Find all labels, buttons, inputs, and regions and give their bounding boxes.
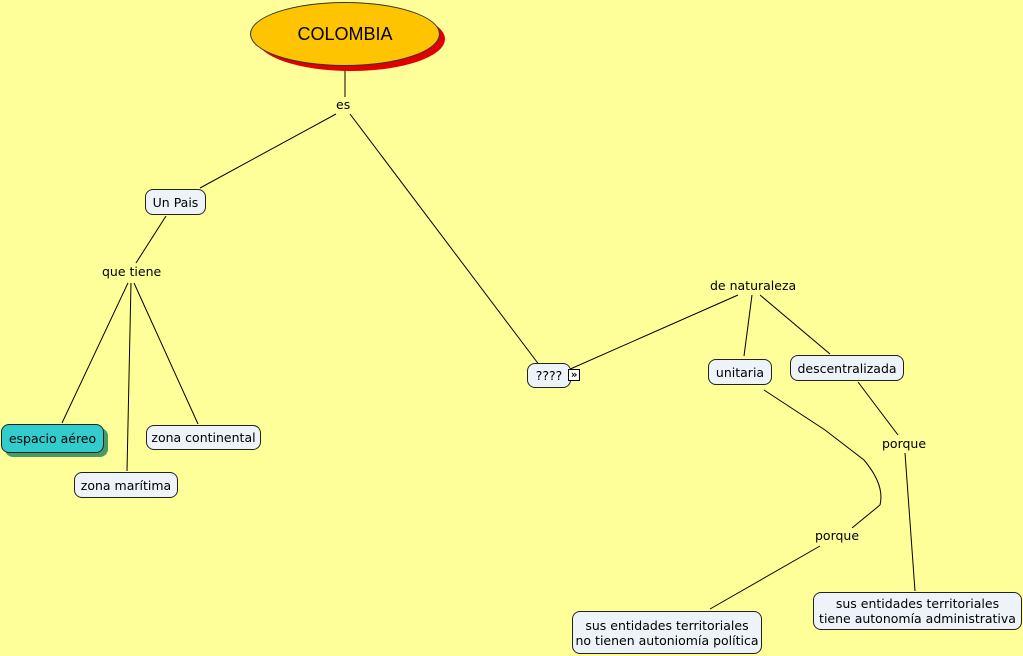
concept-label: zona continental: [151, 430, 256, 445]
root-concept-label: COLOMBIA: [297, 23, 393, 44]
link-es-unknown: [349, 113, 544, 371]
concept-label: unitaria: [715, 364, 765, 380]
concept-label: Un Pais: [152, 194, 199, 210]
linking-phrase-es[interactable]: es: [334, 97, 353, 112]
linking-phrase-porque-unitaria[interactable]: porque: [813, 528, 862, 543]
concept-un-pais[interactable]: Un Pais: [145, 189, 206, 215]
root-concept-colombia[interactable]: COLOMBIA: [250, 2, 440, 66]
link-unitaria-porque: [763, 389, 882, 529]
concept-zona-continental[interactable]: zona continental: [146, 425, 261, 450]
link-porque-sin-autonomia: [709, 545, 821, 610]
concept-unknown[interactable]: ????: [527, 363, 571, 388]
link-unknown-naturaleza: [567, 294, 739, 371]
link-quetiene-maritima: [126, 282, 132, 472]
link-quetiene-continental: [133, 282, 199, 425]
concept-espacio-aereo[interactable]: espacio aéreo: [1, 424, 104, 453]
concept-con-autonomia[interactable]: sus entidades territoriales tiene autono…: [813, 592, 1022, 630]
link-naturaleza-unitaria: [743, 294, 753, 357]
concept-label: ????: [535, 368, 563, 383]
concept-label-line-2: no tienen autoniomía política: [575, 632, 759, 648]
linking-phrase-de-naturaleza[interactable]: de naturaleza: [708, 278, 799, 293]
link-descentralizada-porque: [857, 381, 899, 436]
concept-unitaria[interactable]: unitaria: [708, 359, 772, 385]
concept-label: descentralizada: [797, 360, 897, 376]
link-naturaleza-descentralizada: [759, 294, 831, 355]
link-unpais-quetiene: [135, 215, 167, 264]
concept-descentralizada[interactable]: descentralizada: [790, 355, 904, 381]
concept-label-line-2: tiene autonomía administrativa: [819, 611, 1016, 626]
link-quetiene-aereo: [61, 282, 129, 424]
linking-phrase-que-tiene[interactable]: que tiene: [100, 264, 164, 279]
link-es-unpais: [199, 113, 337, 189]
concept-sin-autonomia[interactable]: sus entidades territoriales no tienen au…: [572, 611, 762, 654]
concept-label-line-1: sus entidades territoriales: [585, 617, 749, 633]
concept-label: espacio aéreo: [8, 431, 97, 446]
concept-label-line-1: sus entidades territoriales: [835, 596, 1000, 611]
concept-label: zona marítima: [80, 477, 172, 493]
linking-phrase-porque-descentralizada[interactable]: porque: [880, 436, 929, 451]
concept-zona-maritima[interactable]: zona marítima: [74, 472, 178, 498]
double-chevron-right-icon[interactable]: »: [568, 369, 580, 381]
link-porque-con-autonomia: [904, 452, 916, 592]
